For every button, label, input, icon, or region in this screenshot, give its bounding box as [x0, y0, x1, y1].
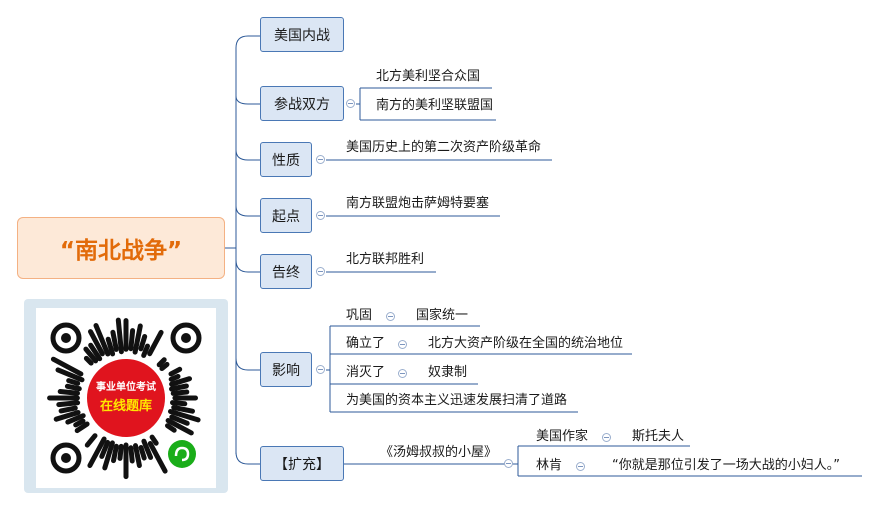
- collapse-icon[interactable]: [316, 267, 325, 276]
- impact-r2-a: 确立了: [346, 336, 386, 351]
- qr-module: [159, 361, 170, 371]
- qr-module: [168, 366, 183, 377]
- qr-module: [132, 323, 143, 355]
- book-title: 《汤姆叔叔的小屋》: [380, 445, 498, 460]
- collapse-icon[interactable]: [316, 365, 325, 374]
- collapse-icon[interactable]: [316, 155, 325, 164]
- qr-module: [57, 389, 80, 396]
- impact-r1-a: 巩固: [346, 308, 373, 323]
- qr-module: [83, 346, 99, 364]
- collapse-icon[interactable]: [346, 99, 355, 108]
- qr-badge-line2: 在线题库: [100, 398, 152, 414]
- root-topic[interactable]: “南北战争”: [17, 217, 225, 279]
- collapse-icon[interactable]: [386, 312, 395, 321]
- qr-module: [58, 405, 78, 414]
- qr-module: [83, 355, 94, 366]
- mini-program-qr-code[interactable]: 事业单位考试 在线题库: [36, 308, 216, 488]
- branch-american-civil-war[interactable]: 美国内战: [260, 17, 344, 52]
- qr-module: [141, 438, 154, 460]
- qr-module: [53, 410, 81, 422]
- qr-module: [87, 436, 107, 468]
- qr-module: [138, 445, 147, 461]
- collapse-icon[interactable]: [398, 369, 407, 378]
- lincoln-quote: “你就是那位引发了一场大战的小妇人。”: [612, 458, 840, 473]
- qr-module: [64, 383, 82, 392]
- nature-text: 美国历史上的第二次资产阶级革命: [346, 140, 542, 155]
- qr-module: [168, 373, 181, 382]
- branch-nature[interactable]: 性质: [260, 142, 312, 177]
- author-name: 斯托夫人: [632, 429, 685, 444]
- branch-end[interactable]: 告终: [260, 254, 312, 289]
- collapse-icon[interactable]: [602, 433, 611, 442]
- qr-module: [170, 389, 190, 396]
- qr-module: [149, 434, 159, 446]
- collapse-icon[interactable]: [576, 462, 585, 471]
- qr-module: [171, 405, 195, 414]
- qr-module: [105, 336, 116, 357]
- qr-module: [93, 323, 111, 357]
- qr-module: [55, 367, 85, 383]
- belligerent-north: 北方美利坚合众国: [376, 69, 481, 84]
- wechat-mini-program-icon: [168, 440, 196, 468]
- qr-module: [165, 418, 194, 436]
- branch-start[interactable]: 起点: [260, 198, 312, 233]
- qr-module: [110, 329, 119, 352]
- qr-module: [128, 328, 136, 352]
- start-text: 南方联盟炮击萨姆特要塞: [346, 196, 490, 211]
- qr-module: [102, 440, 115, 471]
- qr-module: [128, 445, 135, 464]
- impact-r1-b: 国家统一: [416, 308, 469, 323]
- impact-r4: 为美国的资本主义迅速发展扫清了道路: [346, 393, 568, 408]
- collapse-icon[interactable]: [504, 459, 513, 468]
- qr-module: [156, 357, 167, 368]
- belligerent-south: 南方的美利坚联盟国: [376, 98, 494, 113]
- qr-module: [169, 376, 192, 387]
- lincoln-label: 林肯: [536, 458, 563, 473]
- qr-module: [147, 441, 168, 474]
- qr-module: [56, 400, 81, 408]
- qr-module: [147, 329, 164, 357]
- qr-module: [141, 343, 150, 358]
- qr-module: [133, 443, 142, 468]
- qr-module: [168, 409, 201, 423]
- qr-module: [74, 421, 90, 434]
- qr-module: [115, 317, 124, 355]
- end-text: 北方联邦胜利: [346, 252, 425, 267]
- qr-module: [66, 378, 81, 386]
- branch-extension[interactable]: 【扩充】: [260, 446, 344, 481]
- impact-r3-b: 奴隶制: [428, 365, 468, 380]
- qr-module: [88, 342, 103, 362]
- author-label: 美国作家: [536, 429, 589, 444]
- qr-module: [50, 356, 84, 377]
- qr-module: [117, 443, 124, 461]
- qr-module: [111, 443, 119, 464]
- branch-belligerents[interactable]: 参战双方: [260, 86, 344, 121]
- qr-module: [138, 334, 148, 352]
- qr-module: [165, 423, 177, 433]
- qr-module: [73, 418, 86, 428]
- collapse-icon[interactable]: [398, 340, 407, 349]
- qr-module: [169, 383, 189, 392]
- qr-badge-line1: 事业单位考试: [96, 380, 156, 393]
- qr-module: [169, 414, 190, 426]
- collapse-icon[interactable]: [316, 211, 325, 220]
- qr-module: [65, 413, 86, 425]
- qr-module: [170, 400, 188, 407]
- branch-impact[interactable]: 影响: [260, 352, 312, 387]
- impact-r3-a: 消灭了: [346, 365, 386, 380]
- impact-r2-b: 北方大资产阶级在全国的统治地位: [428, 336, 624, 351]
- qr-module: [88, 329, 105, 357]
- qr-module: [84, 433, 98, 448]
- qr-module: [99, 439, 111, 459]
